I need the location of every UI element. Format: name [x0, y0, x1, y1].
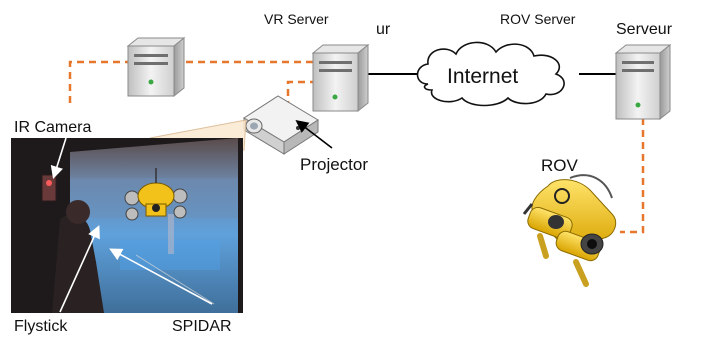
vr-server-icon [311, 43, 370, 113]
vr-server-label: VR Server [264, 11, 329, 27]
ir-camera-label: IR Camera [14, 119, 91, 136]
ur-label: ur [376, 21, 391, 38]
vr-room-photo [11, 138, 243, 313]
annotation-arrows [50, 120, 333, 313]
flystick-arrow [59, 225, 100, 313]
serveur-label: Serveur [616, 21, 673, 38]
projector-link [286, 80, 313, 108]
tracking-server-icon [126, 36, 186, 98]
ir-camera-device [41, 174, 57, 202]
rov-vehicle-icon [522, 174, 617, 287]
projector-label: Projector [300, 155, 368, 174]
flystick-label: Flystick [14, 318, 68, 335]
spidar-label: SPIDAR [172, 318, 232, 335]
internet-label: Internet [447, 65, 518, 88]
spidar-arrow [109, 248, 213, 305]
rov-tether-link [620, 118, 645, 234]
rov-server-icon [614, 43, 672, 121]
rov-label: ROV [541, 156, 579, 175]
projected-rov-icon [124, 168, 188, 221]
projector-icon [243, 95, 319, 155]
dashed-links [68, 60, 645, 234]
ir-camera-link [68, 60, 128, 103]
projector-arrow [295, 120, 333, 149]
internet-cloud-icon [416, 41, 565, 107]
ir-camera-arrow [50, 137, 67, 180]
rov-server-label: ROV Server [500, 11, 576, 27]
